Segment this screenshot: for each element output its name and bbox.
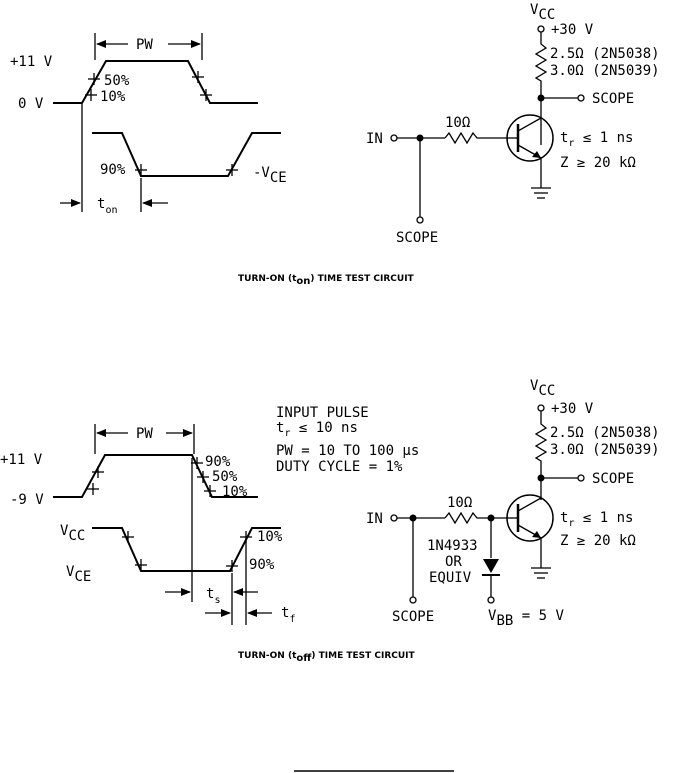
- bottom-pw-label: PW: [136, 426, 153, 442]
- vbb-label: VBB = 5 V: [488, 608, 564, 629]
- bottom-rb-label: 10Ω: [447, 495, 472, 511]
- diode-symbol: [482, 518, 500, 604]
- input-pulse-line1: INPUT PULSE: [276, 405, 369, 421]
- bottom-vcc-terminal: [537, 404, 545, 412]
- bottom-base-resistor: [444, 511, 507, 525]
- bottom-scope-in-label: SCOPE: [392, 609, 434, 625]
- bottom-scope-out-label: SCOPE: [592, 471, 634, 487]
- top-r1-label: 2.5Ω (2N5038): [550, 46, 660, 62]
- bottom-pct10b-label: 10%: [257, 529, 283, 545]
- top-vcc-terminal: [537, 25, 545, 33]
- top-pw-dimension: PW: [94, 33, 203, 60]
- top-scope-in-label: SCOPE: [396, 230, 438, 246]
- input-pulse-line4: DUTY CYCLE = 1%: [276, 459, 403, 475]
- top-vce-label: -VCE: [253, 165, 287, 186]
- bottom-r1-label: 2.5Ω (2N5038): [550, 425, 660, 441]
- top-collector-resistor: [534, 32, 548, 145]
- bottom-caption: TURN-ON (toff) TIME TEST CIRCUIT: [238, 651, 416, 664]
- input-pulse-notes: INPUT PULSE tr ≤ 10 ns PW = 10 TO 100 μs…: [276, 405, 419, 475]
- top-caption: TURN-ON (ton) TIME TEST CIRCUIT: [238, 274, 415, 287]
- bottom-supply-label: +30 V: [551, 401, 594, 417]
- top-tr-spec: tr ≤ 1 ns: [560, 130, 633, 149]
- top-circuit: VCC +30 V 2.5Ω (2N5038) 3.0Ω (2N5039) SC…: [366, 2, 660, 246]
- bottom-vcc-label: VCC: [60, 523, 85, 544]
- bottom-vce-trace: [92, 527, 281, 572]
- top-r2-label: 3.0Ω (2N5039): [550, 63, 660, 79]
- bottom-pct50-label: 50%: [212, 469, 238, 485]
- top-pct90-label: 90%: [100, 162, 126, 178]
- top-waveform: PW ton +11 V 0 V 50% 10% 90% -VCE: [10, 33, 287, 216]
- diode-label-1: 1N4933: [427, 538, 478, 554]
- top-scope-in-terminal: [416, 216, 424, 224]
- bottom-vce-label: VCE: [66, 564, 91, 585]
- bottom-ts-tf-dimension: ts tf: [165, 458, 295, 625]
- top-supply-label: +30 V: [551, 22, 594, 38]
- bottom-v-low-label: -9 V: [10, 492, 44, 508]
- bottom-level-ticks: [87, 457, 252, 572]
- top-rb-label: 10Ω: [445, 115, 470, 131]
- top-scope-out-terminal: [577, 94, 585, 102]
- bottom-tf-label: tf: [281, 605, 295, 625]
- top-ton-label: ton: [97, 196, 117, 216]
- bottom-vcc-top-label: VCC: [530, 378, 555, 399]
- bottom-scope-out-terminal: [577, 474, 585, 482]
- bottom-input-pulse-trace: [53, 454, 258, 498]
- bottom-transistor: [506, 494, 554, 542]
- input-pulse-line3: PW = 10 TO 100 μs: [276, 443, 419, 459]
- top-vce-trace: [92, 132, 281, 177]
- bottom-r2-label: 3.0Ω (2N5039): [550, 442, 660, 458]
- bottom-v-high-label: +11 V: [0, 452, 43, 468]
- bottom-ground-symbol: [531, 567, 551, 579]
- bottom-circuit: VCC +30 V 2.5Ω (2N5038) 3.0Ω (2N5039) SC…: [366, 378, 660, 629]
- top-v-low-label: 0 V: [18, 96, 44, 112]
- top-input-pulse-trace: [53, 60, 258, 104]
- bottom-pw-dimension: PW: [94, 424, 195, 454]
- bottom-collector-resistor: [534, 411, 548, 500]
- top-z-spec: Z ≥ 20 kΩ: [560, 155, 636, 171]
- diode-label-2: OR: [445, 554, 462, 570]
- top-vcc-label: VCC: [530, 2, 555, 23]
- bottom-input-terminal: [390, 514, 398, 522]
- input-pulse-line2: tr ≤ 10 ns: [276, 420, 358, 439]
- top-pct10-label: 10%: [100, 89, 126, 105]
- bottom-waveform: PW ts tf +11 V -9 V 90% 50% 10% VCC VCE …: [0, 424, 295, 625]
- bottom-input-label: IN: [366, 511, 383, 527]
- top-v-high-label: +11 V: [10, 54, 53, 70]
- top-base-resistor: [444, 131, 507, 145]
- top-ground-symbol: [531, 187, 551, 199]
- top-input-label: IN: [366, 131, 383, 147]
- bottom-z-spec: Z ≥ 20 kΩ: [560, 533, 636, 549]
- vbb-terminal: [487, 596, 495, 604]
- top-scope-out-label: SCOPE: [592, 91, 634, 107]
- bottom-tr-spec: tr ≤ 1 ns: [560, 510, 633, 529]
- top-input-terminal: [390, 134, 398, 142]
- bottom-scope-in-terminal: [409, 596, 417, 604]
- top-pct50-label: 50%: [104, 73, 130, 89]
- bottom-pct10-label: 10%: [222, 484, 248, 500]
- bottom-pct90b-label: 90%: [249, 557, 275, 573]
- bottom-pct90-label: 90%: [205, 454, 231, 470]
- top-level-ticks: [85, 71, 238, 176]
- top-ton-dimension: ton: [60, 104, 168, 216]
- diode-label-3: EQUIV: [429, 570, 472, 586]
- top-pw-label: PW: [136, 37, 153, 53]
- bottom-ts-label: ts: [206, 586, 220, 606]
- top-transistor: [506, 114, 554, 162]
